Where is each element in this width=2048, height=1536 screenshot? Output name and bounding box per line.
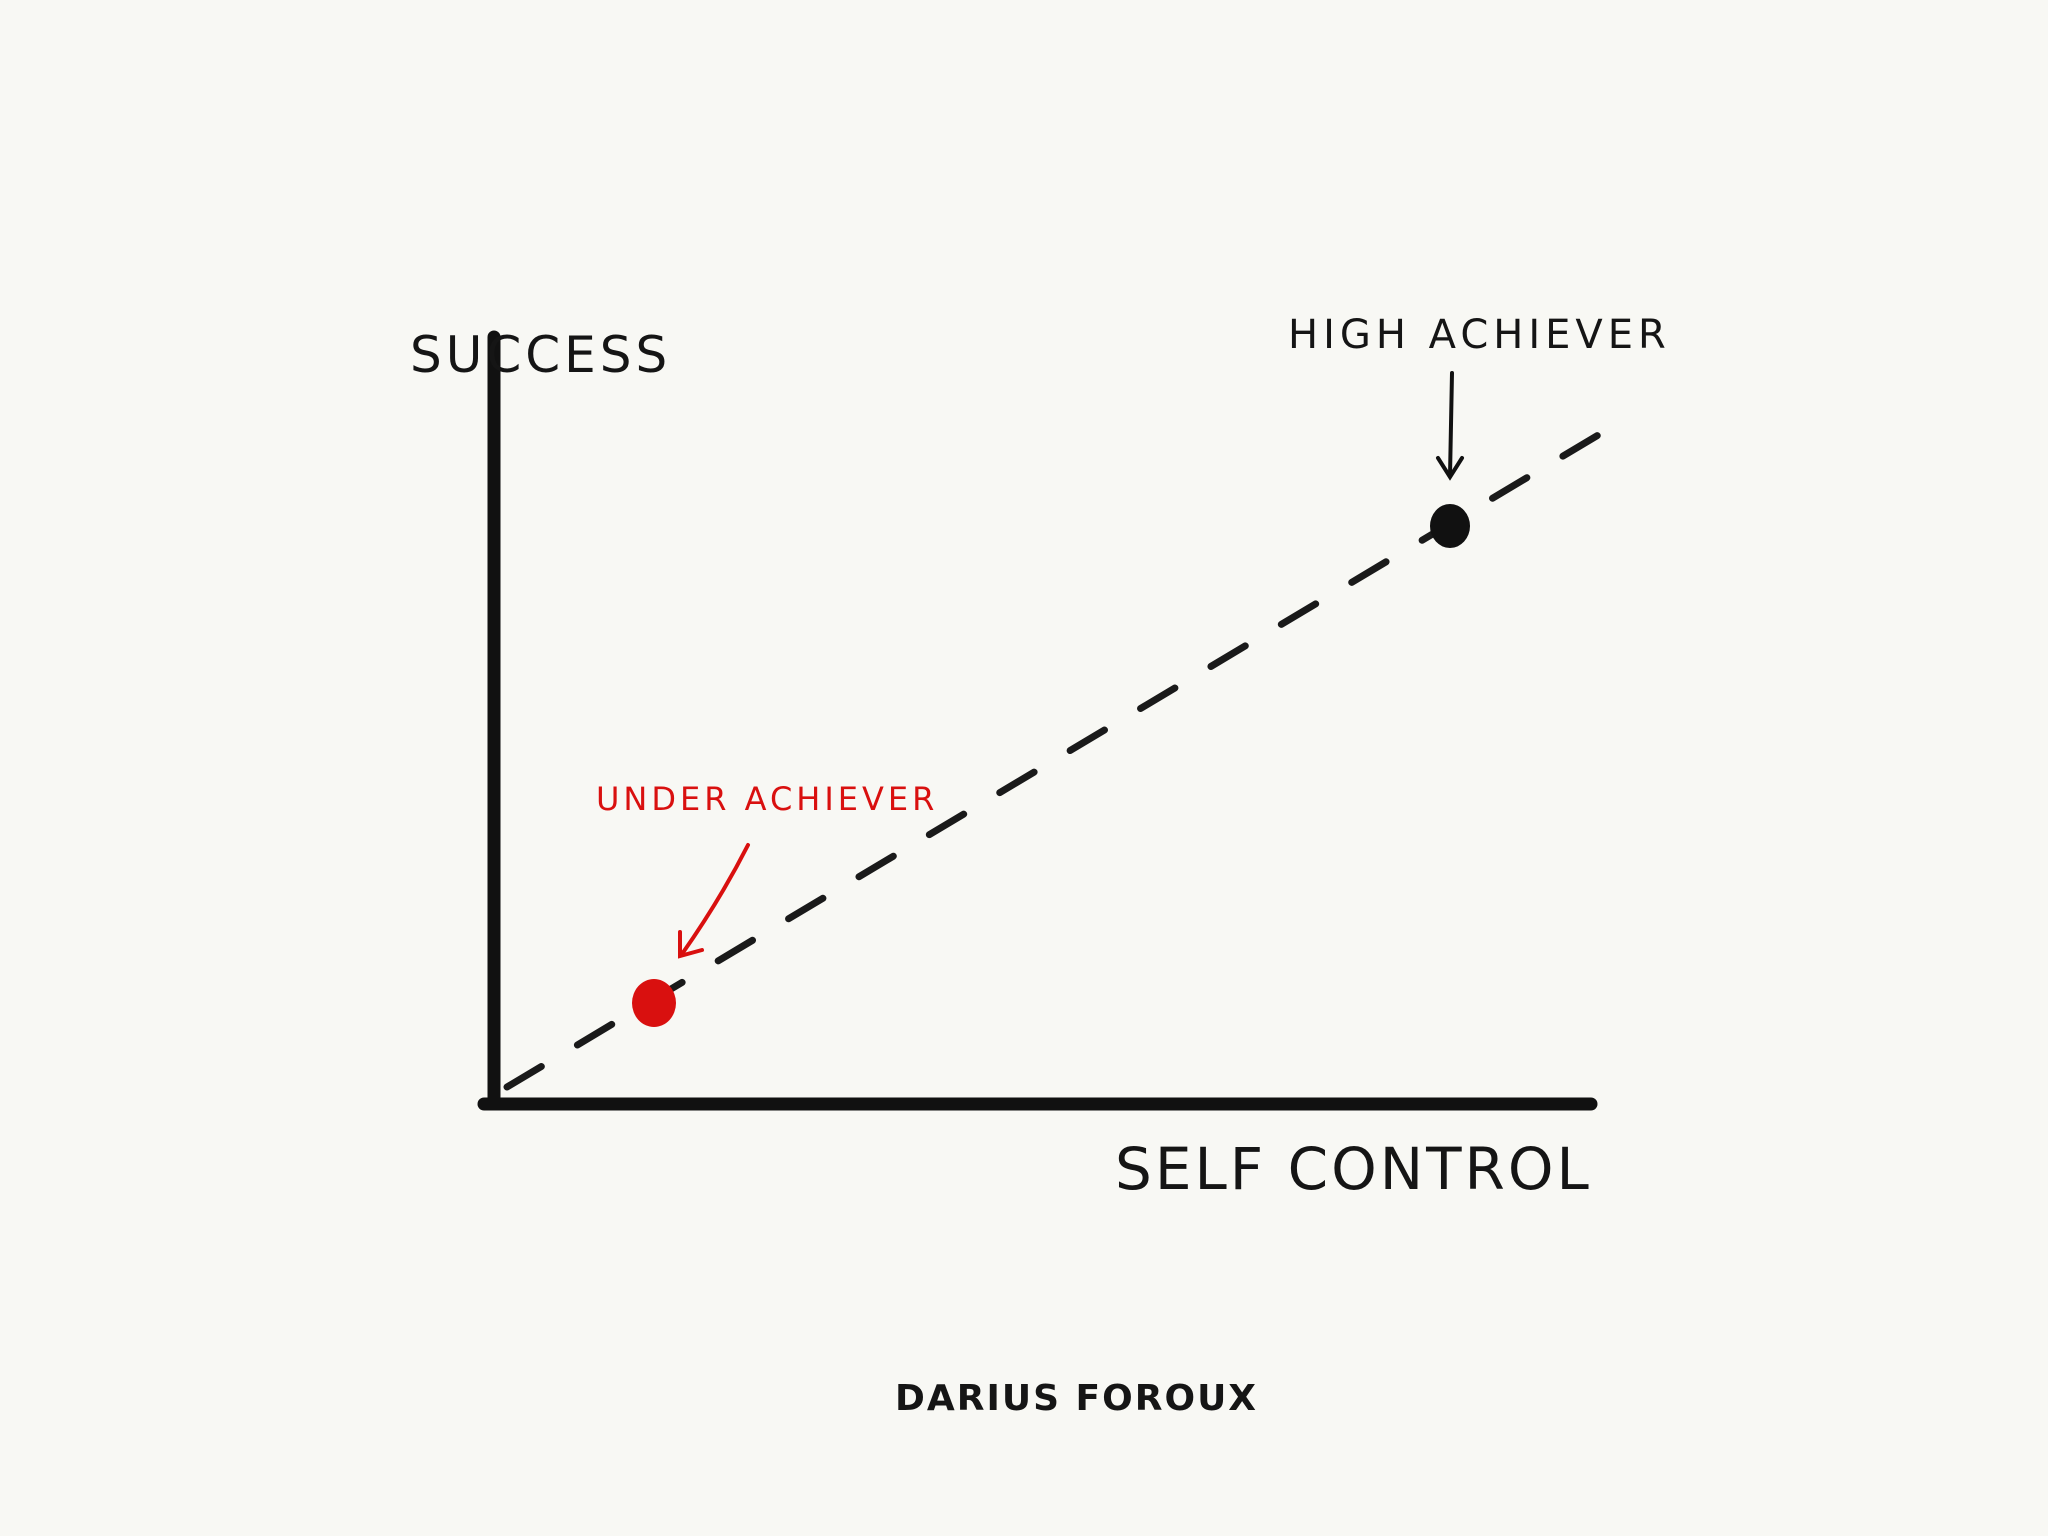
author-signature: DARIUS FOROUX bbox=[895, 1378, 1259, 1419]
under-achiever-arrow-icon bbox=[678, 843, 750, 959]
y-axis-label: SUCCESS bbox=[410, 326, 672, 384]
under-achiever-label: UNDER ACHIEVER bbox=[596, 780, 939, 818]
high-achiever-point bbox=[1430, 504, 1470, 548]
x-axis-label: SELF CONTROL bbox=[1115, 1135, 1592, 1203]
under-achiever-point bbox=[632, 979, 676, 1027]
high-achiever-arrow-icon bbox=[1436, 371, 1464, 481]
high-achiever-label: HIGH ACHIEVER bbox=[1288, 312, 1671, 358]
